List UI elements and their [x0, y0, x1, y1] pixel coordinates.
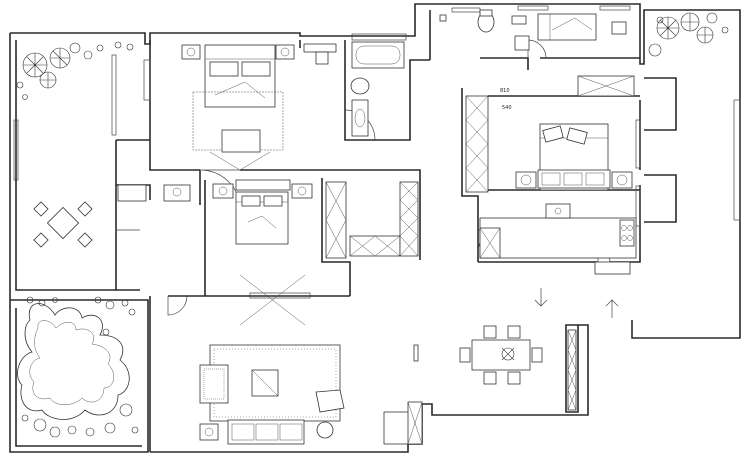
dimension-label-b: 540	[502, 105, 512, 111]
dimension-labels: 810 540	[500, 88, 512, 111]
right-bedroom-furniture	[465, 95, 633, 193]
living-room-furniture	[199, 344, 423, 445]
windows	[13, 5, 741, 299]
planters	[16, 12, 729, 438]
direction-arrows	[534, 288, 619, 318]
dining-set	[459, 325, 577, 411]
patio-table-set	[33, 201, 93, 248]
master-bedroom-furniture	[181, 43, 337, 171]
mid-bedroom-furniture	[212, 179, 313, 326]
upper-right-fixtures	[439, 9, 635, 97]
kitchen-fixtures	[479, 203, 637, 275]
dimension-label-a: 810	[500, 88, 510, 94]
corridor-closets	[117, 181, 419, 259]
master-bath-fixtures	[350, 41, 405, 137]
